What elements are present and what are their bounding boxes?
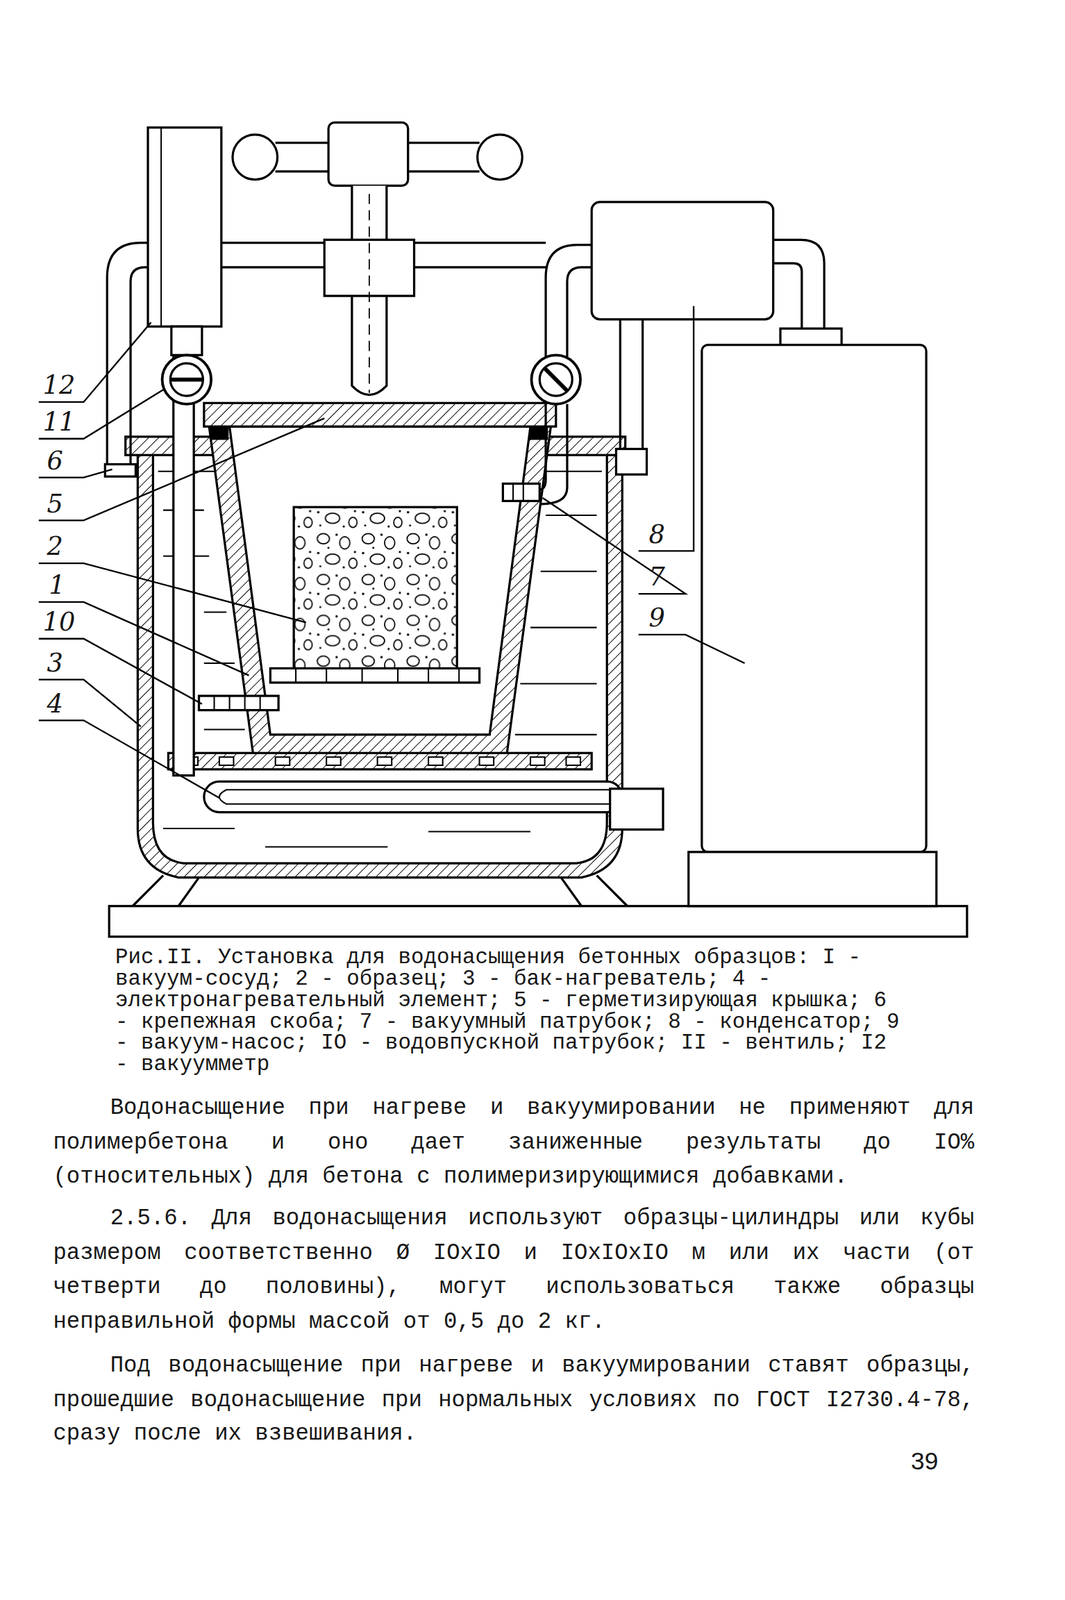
callout-number: 5	[47, 489, 64, 518]
page-number: 39	[910, 1446, 938, 1475]
body-paragraph: Под водонасыщение при нагреве и вакуумир…	[52, 1348, 975, 1452]
figure-caption: Рис.II. Установка для водонасыщения бето…	[115, 946, 901, 1076]
body-paragraph: Водонасыщение при нагреве и вакуумирован…	[52, 1091, 975, 1195]
callout-number: 3	[47, 648, 64, 677]
callout-number: 7	[648, 563, 665, 592]
callout-number: 9	[648, 604, 665, 633]
callout-number: 8	[648, 520, 665, 549]
callout-number: 11	[43, 408, 76, 437]
callout-number: 4	[47, 689, 64, 718]
callout-number: 2	[47, 532, 64, 561]
body-paragraph: 2.5.6. Для водонасыщения используют обра…	[52, 1201, 975, 1339]
callout-number: 10	[43, 608, 76, 637]
callout-number: 6	[47, 447, 64, 476]
callout-number: 12	[43, 371, 76, 400]
callout-number: 1	[49, 571, 66, 600]
